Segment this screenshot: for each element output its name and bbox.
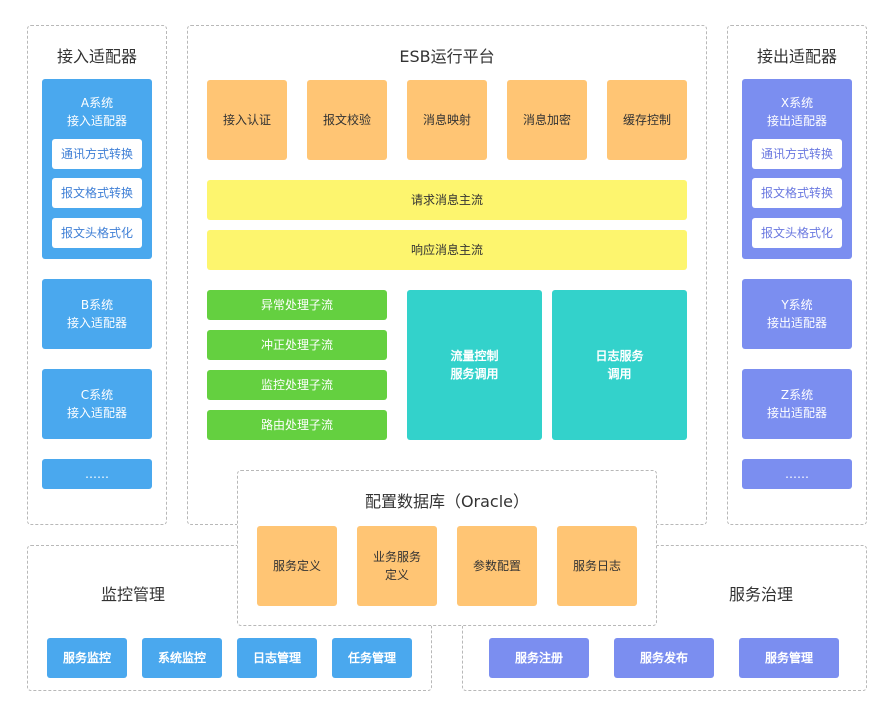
log-management-button[interactable]: 日志管理 xyxy=(237,638,317,678)
db-service-log[interactable]: 服务日志 xyxy=(557,526,637,606)
service-monitor-button[interactable]: 服务监控 xyxy=(47,638,127,678)
monitor-sub-flow[interactable]: 监控处理子流 xyxy=(207,370,387,400)
governance-title: 服务治理 xyxy=(728,585,793,604)
service-manage-button[interactable]: 服务管理 xyxy=(739,638,839,678)
request-main-flow[interactable]: 请求消息主流 xyxy=(207,180,687,220)
module-auth[interactable]: 接入认证 xyxy=(207,80,287,160)
service-register-button[interactable]: 服务注册 xyxy=(489,638,589,678)
system-y-outbound-adapter[interactable]: Y系统 接出适配器 xyxy=(742,279,852,349)
system-b-inbound-adapter[interactable]: B系统 接入适配器 xyxy=(42,279,152,349)
esb-platform-title: ESB运行平台 xyxy=(399,47,495,66)
db-parameter-config[interactable]: 参数配置 xyxy=(457,526,537,606)
system-x-outbound-label: X系统 接出适配器 xyxy=(766,96,827,128)
task-management-button[interactable]: 任务管理 xyxy=(332,638,412,678)
module-validate[interactable]: 报文校验 xyxy=(307,80,387,160)
exception-sub-flow[interactable]: 异常处理子流 xyxy=(207,290,387,320)
outbound-adapters-title: 接出适配器 xyxy=(756,47,837,66)
reversal-sub-flow[interactable]: 冲正处理子流 xyxy=(207,330,387,360)
system-monitor-button[interactable]: 系统监控 xyxy=(142,638,222,678)
flow-control-service[interactable]: 流量控制 服务调用 xyxy=(407,290,542,440)
monitoring-title: 监控管理 xyxy=(100,585,165,604)
format-conversion-x[interactable]: 报文格式转换 xyxy=(752,178,842,208)
module-encrypt[interactable]: 消息加密 xyxy=(507,80,587,160)
module-mapping[interactable]: 消息映射 xyxy=(407,80,487,160)
inbound-more[interactable]: …… xyxy=(42,459,152,489)
header-format-x[interactable]: 报文头格式化 xyxy=(752,218,842,248)
service-publish-button[interactable]: 服务发布 xyxy=(614,638,714,678)
system-c-inbound-adapter[interactable]: C系统 接入适配器 xyxy=(42,369,152,439)
db-service-definition[interactable]: 服务定义 xyxy=(257,526,337,606)
comm-conversion-x[interactable]: 通讯方式转换 xyxy=(752,139,842,169)
config-db-title: 配置数据库（Oracle） xyxy=(364,492,530,511)
log-service[interactable]: 日志服务 调用 xyxy=(552,290,687,440)
inbound-adapters-title: 接入适配器 xyxy=(56,47,137,66)
format-conversion-a[interactable]: 报文格式转换 xyxy=(52,178,142,208)
comm-conversion-a[interactable]: 通讯方式转换 xyxy=(52,139,142,169)
module-cache[interactable]: 缓存控制 xyxy=(607,80,687,160)
db-business-service-definition[interactable]: 业务服务 定义 xyxy=(357,526,437,606)
system-a-inbound-label: A系统 接入适配器 xyxy=(66,96,127,128)
response-main-flow[interactable]: 响应消息主流 xyxy=(207,230,687,270)
routing-sub-flow[interactable]: 路由处理子流 xyxy=(207,410,387,440)
outbound-more[interactable]: …… xyxy=(742,459,852,489)
header-format-a[interactable]: 报文头格式化 xyxy=(52,218,142,248)
system-z-outbound-adapter[interactable]: Z系统 接出适配器 xyxy=(742,369,852,439)
